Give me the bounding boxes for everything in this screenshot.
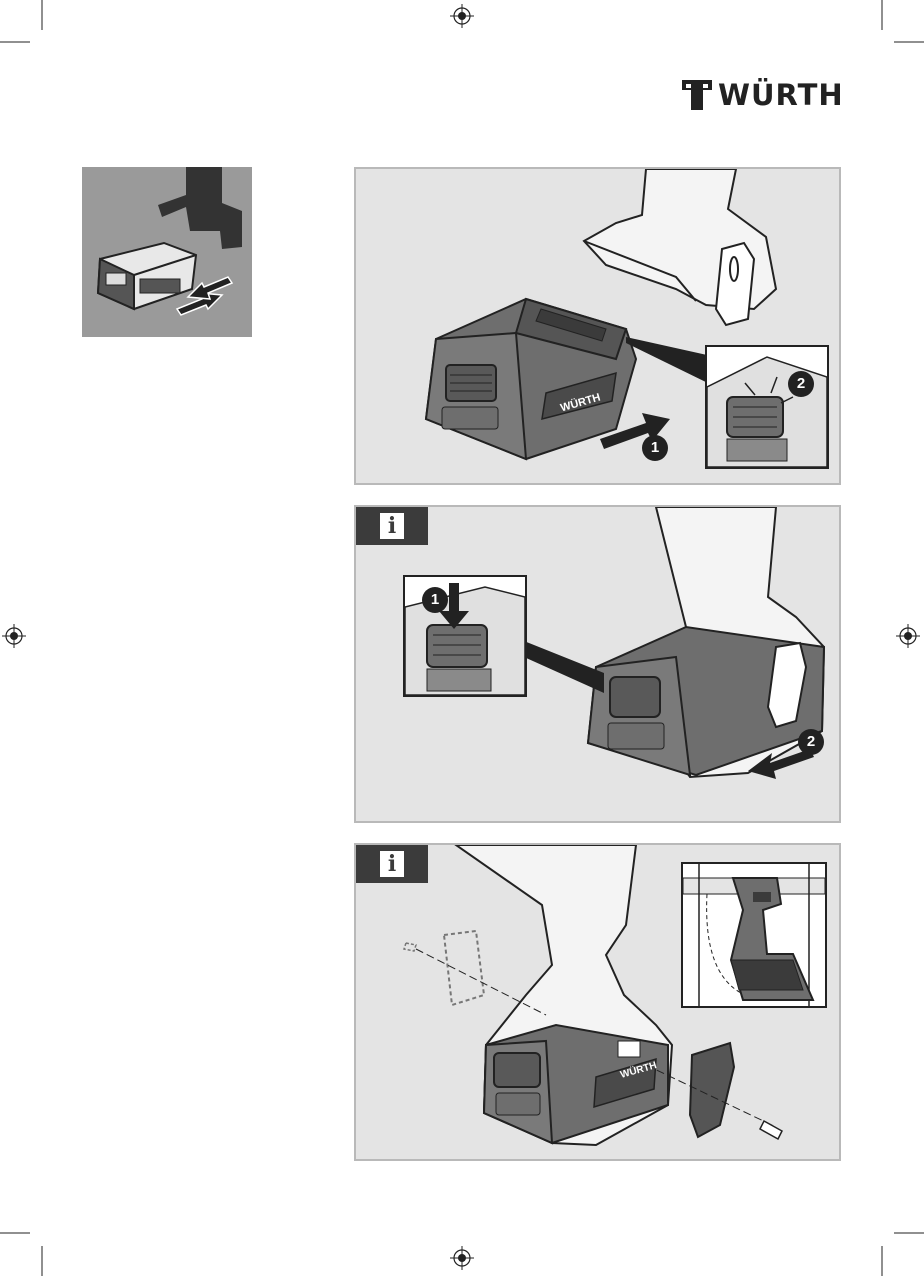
detail-step-number: 1 [422, 587, 448, 613]
wurth-logo-icon [680, 78, 714, 112]
panel-remove-battery: i 1 2 [354, 505, 841, 823]
step-number: 2 [798, 729, 824, 755]
brand-name: WÜRTH [718, 78, 844, 112]
panel-belt-clip: i WÜRTH [354, 843, 841, 1161]
step-number: 1 [642, 435, 668, 461]
release-button-detail-inset [403, 575, 527, 697]
detail-step-number: 2 [788, 371, 814, 397]
callout-connector [524, 637, 604, 697]
callout-connector [626, 329, 716, 399]
panel-insert-battery: WÜRTH 1 2 [354, 167, 841, 485]
battery-thumbnail [82, 167, 252, 337]
latch-detail-inset [705, 345, 829, 469]
belt-holster-inset [681, 862, 827, 1008]
